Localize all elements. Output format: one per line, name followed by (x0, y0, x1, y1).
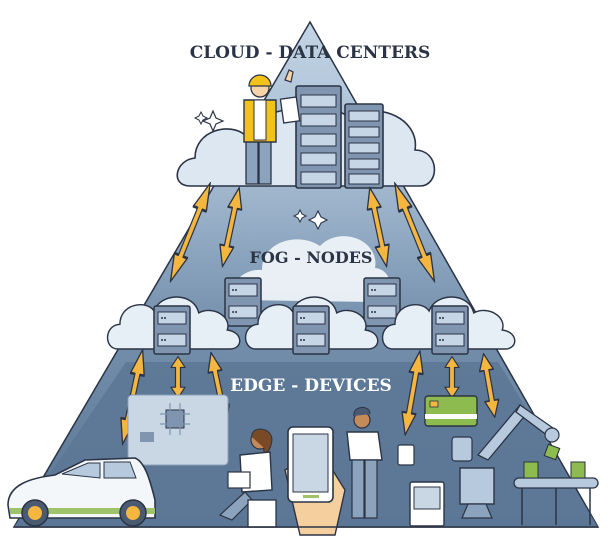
conveyor-belt (513, 461, 599, 525)
sparkle-icon (292, 208, 308, 224)
fog-tier-label: FOG - NODES (250, 248, 373, 267)
car (7, 457, 156, 527)
sparkle-icon (193, 110, 209, 126)
sparkle-icon (201, 109, 225, 133)
server-rack (344, 103, 384, 189)
sparkle-icon (307, 209, 329, 231)
person-with-laptop (218, 428, 277, 528)
server-rack (295, 85, 342, 189)
engineer-figure (243, 69, 301, 185)
cloud-tier (176, 69, 436, 189)
fog-cloud (233, 236, 390, 302)
computer-icon (409, 481, 445, 527)
circuit-board (127, 394, 229, 466)
robotic-arm (451, 404, 561, 519)
smartphone-in-hand (284, 426, 346, 536)
credit-card-icon (424, 395, 478, 427)
fog-server (363, 277, 401, 327)
person-with-tablet (346, 407, 415, 519)
fog-server (224, 277, 262, 327)
edge-tier-label: EDGE - DEVICES (230, 376, 392, 396)
cloud-tier-label: CLOUD - DATA CENTERS (190, 43, 431, 63)
